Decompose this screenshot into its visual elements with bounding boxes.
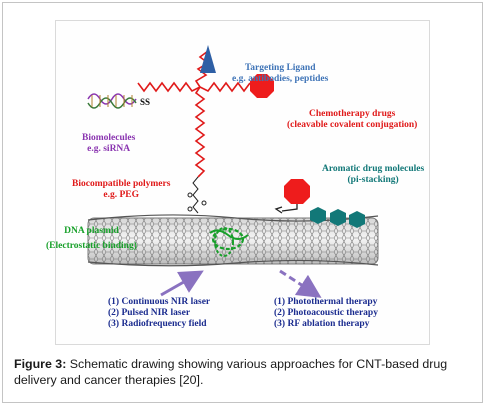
dna-label: DNA plasmid (Electrostatic binding) — [46, 226, 137, 252]
polymers-title: Biocompatible polymers — [72, 179, 171, 189]
therapy-item: (3) RF ablation therapy — [274, 319, 370, 329]
therapy-item: (2) Photoacoustic therapy — [274, 308, 378, 318]
sirna-helix — [87, 93, 137, 109]
biomolecules-title: Biomolecules — [82, 133, 136, 143]
therapy-arrow — [279, 269, 322, 298]
cleavable-linker — [274, 204, 298, 214]
chemotherapy-title: Chemotherapy drugs — [309, 109, 396, 119]
biomolecules-example: e.g. siRNA — [87, 144, 131, 154]
aromatic-molecule-2 — [330, 209, 346, 226]
caption-text: Schematic drawing showing various approa… — [14, 357, 448, 387]
therapy-item: (1) Photothermal therapy — [274, 297, 378, 307]
chemotherapy-detail: (cleavable covalent conjugation) — [287, 120, 418, 130]
polymers-example: e.g. PEG — [103, 190, 140, 200]
stimulus-item: (2) Pulsed NIR laser — [108, 308, 191, 318]
targeting-ligand-shape — [200, 45, 216, 73]
aromatic-title: Aromatic drug molecules — [322, 164, 425, 174]
targeting-ligand-label: Targeting Ligand e.g. antibodies, peptid… — [232, 63, 328, 85]
chemotherapy-drug-bound — [284, 179, 310, 204]
peg-polymer-chain — [137, 50, 251, 178]
cnt-schematic — [87, 45, 379, 298]
stimuli-list: (1) Continuous NIR laser (2) Pulsed NIR … — [108, 297, 210, 330]
aromatic-molecule-3 — [349, 211, 365, 228]
figure-caption: Figure 3: Schematic drawing showing vari… — [14, 356, 474, 388]
dna-detail: (Electrostatic binding) — [46, 241, 137, 251]
biomolecules-label: Biomolecules e.g. siRNA — [82, 133, 135, 155]
chemotherapy-drug-top — [250, 74, 274, 98]
polymers-label: Biocompatible polymers e.g. PEG — [72, 179, 170, 201]
aromatic-molecule-1 — [310, 207, 326, 224]
targeting-ligand-example: e.g. antibodies, peptides — [232, 74, 329, 84]
chemotherapy-label: Chemotherapy drugs (cleavable covalent c… — [287, 109, 417, 131]
aromatic-detail: (pi-stacking) — [347, 175, 399, 185]
stimulus-item: (3) Radiofrequency field — [108, 319, 207, 329]
stimulus-arrow — [160, 270, 204, 297]
aromatic-label: Aromatic drug molecules (pi-stacking) — [322, 164, 424, 186]
caption-label: Figure 3: — [14, 357, 67, 371]
stimulus-item: (1) Continuous NIR laser — [108, 297, 211, 307]
figure-frame — [2, 2, 483, 403]
ss-bond-label: SS — [140, 97, 151, 107]
therapies-list: (1) Photothermal therapy (2) Photoacoust… — [274, 297, 378, 330]
diagram-panel: Targeting Ligand e.g. antibodies, peptid… — [46, 20, 430, 345]
dna-title: DNA plasmid — [64, 226, 119, 236]
targeting-ligand-title: Targeting Ligand — [244, 63, 316, 73]
pegylated-lipid-anchor — [187, 176, 207, 214]
dna-plasmid-coil — [209, 227, 249, 257]
